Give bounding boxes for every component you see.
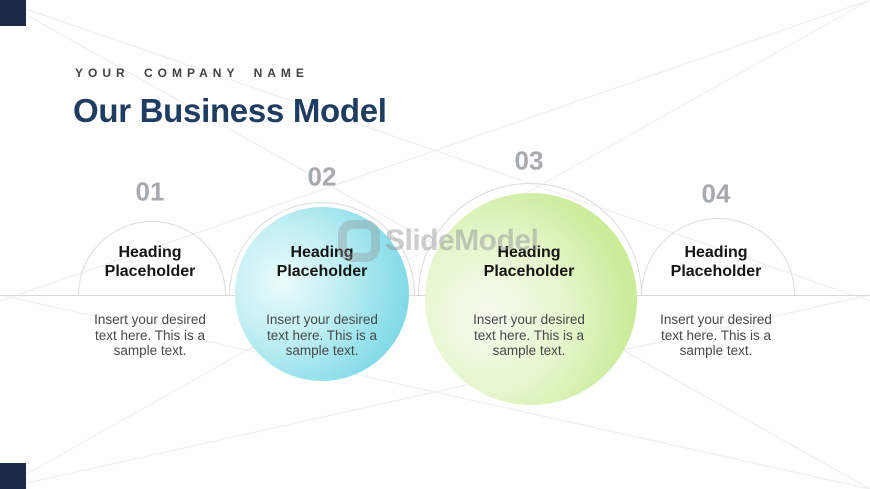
step-4-number: 04 [701,178,731,209]
company-name-label: YOUR COMPANY NAME [75,66,309,80]
step-4-body: Insert your desired text here. This is a… [660,312,772,359]
slide-title: Our Business Model [73,92,387,129]
step-3-number: 03 [514,145,544,176]
step-2-body: Insert your desired text here. This is a… [266,312,378,359]
step-3-body: Insert your desired text here. This is a… [473,312,585,359]
corner-accent-top-left [0,0,26,26]
step-2-number: 02 [307,161,337,192]
step-1-body: Insert your desired text here. This is a… [94,312,206,359]
step-2-heading: Heading Placeholder [276,244,368,280]
step-4-heading: Heading Placeholder [670,244,762,280]
step-1-heading: Heading Placeholder [104,244,196,280]
corner-accent-bottom-left [0,463,26,489]
step-3-heading: Heading Placeholder [483,244,575,280]
step-1-number: 01 [135,176,165,207]
